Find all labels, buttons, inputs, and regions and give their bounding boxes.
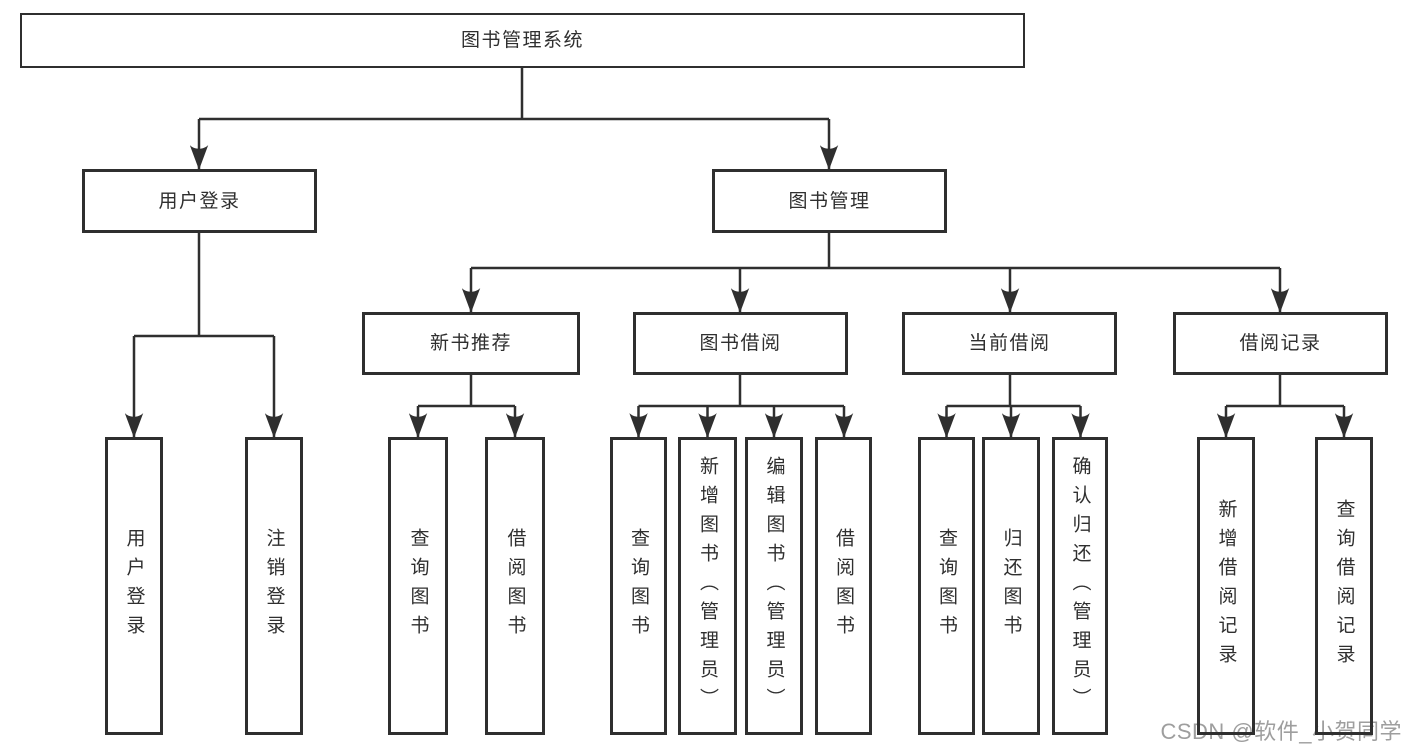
node-current-borrowing: 当前借阅 xyxy=(902,312,1117,375)
node-root-system: 图书管理系统 xyxy=(20,13,1025,68)
leaf-confirm-return-admin: 确认归还（管理员） xyxy=(1052,437,1108,735)
leaf-label: 新增借阅记录 xyxy=(1215,499,1237,673)
leaf-label: 归还图书 xyxy=(1000,528,1022,644)
leaf-label: 查询图书 xyxy=(936,528,957,644)
node-label: 图书借阅 xyxy=(699,333,782,354)
connector-record-tee xyxy=(1226,375,1344,408)
connector-login-tee xyxy=(134,233,274,338)
connector-current-tee xyxy=(946,375,1081,408)
leaf-label: 查询图书 xyxy=(628,528,649,644)
leaf-borrow-books: 借阅图书 xyxy=(485,437,545,735)
leaf-label: 查询借阅记录 xyxy=(1333,499,1355,673)
leaf-label: 查询图书 xyxy=(407,528,429,644)
leaf-label: 注销登录 xyxy=(263,528,285,644)
node-label: 借阅记录 xyxy=(1239,333,1322,354)
node-label: 新书推荐 xyxy=(429,333,512,354)
node-label: 图书管理 xyxy=(788,190,871,212)
node-book-management: 图书管理 xyxy=(712,169,947,233)
node-book-borrowing: 图书借阅 xyxy=(633,312,848,375)
csdn-watermark: CSDN @软件_小贺同学 xyxy=(1160,719,1402,744)
node-label: 当前借阅 xyxy=(968,333,1051,354)
leaf-return-books: 归还图书 xyxy=(982,437,1040,735)
leaf-label: 确认归还（管理员） xyxy=(1069,455,1091,717)
leaf-query-books: 查询图书 xyxy=(610,437,667,735)
leaf-borrow-books: 借阅图书 xyxy=(815,437,872,735)
connector-root-tee xyxy=(199,68,829,121)
leaf-add-book-admin: 新增图书（管理员） xyxy=(678,437,737,735)
leaf-user-login: 用户登录 xyxy=(105,437,163,735)
connector-newbook-tee xyxy=(418,375,515,408)
connector-borrow-tee xyxy=(638,375,844,408)
node-borrow-records: 借阅记录 xyxy=(1173,312,1388,375)
leaf-label: 新增图书（管理员） xyxy=(697,455,718,717)
leaf-label: 用户登录 xyxy=(123,528,145,644)
node-label: 图书管理系统 xyxy=(460,30,584,51)
leaf-query-borrow-record: 查询借阅记录 xyxy=(1315,437,1373,735)
leaf-label: 编辑图书（管理员） xyxy=(763,455,785,717)
leaf-logout: 注销登录 xyxy=(245,437,303,735)
leaf-query-books: 查询图书 xyxy=(918,437,975,735)
leaf-edit-book-admin: 编辑图书（管理员） xyxy=(745,437,803,735)
leaf-label: 借阅图书 xyxy=(504,528,526,644)
connector-mgmt-tee xyxy=(471,233,1280,270)
leaf-query-books: 查询图书 xyxy=(388,437,448,735)
node-user-login: 用户登录 xyxy=(82,169,317,233)
leaf-add-borrow-record: 新增借阅记录 xyxy=(1197,437,1255,735)
node-label: 用户登录 xyxy=(158,190,241,212)
node-new-book-recommend: 新书推荐 xyxy=(362,312,580,375)
leaf-label: 借阅图书 xyxy=(833,528,854,644)
